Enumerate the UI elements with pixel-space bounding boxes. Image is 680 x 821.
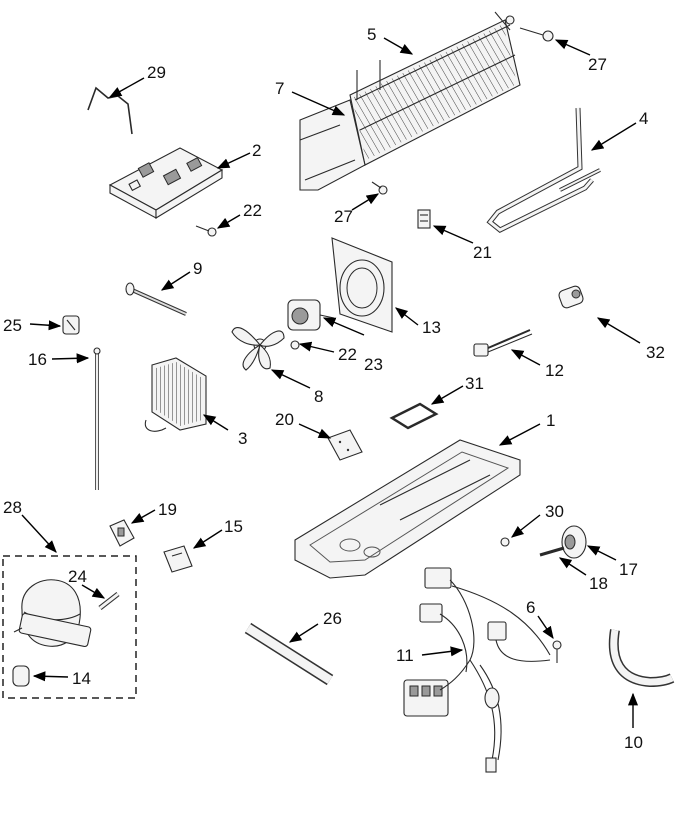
callout-18: 18 [589,574,608,593]
defrost-heater-part-4[interactable] [486,107,601,233]
callout-22: 22 [338,345,357,364]
axle-part-18[interactable] [539,546,565,557]
callout-17: 17 [619,560,638,579]
callout-23: 23 [364,355,383,374]
leader-lines [21,37,641,728]
cylinder-part-24[interactable] [98,592,120,610]
drain-hose-part-10[interactable] [608,629,675,688]
shaft-part-9[interactable] [125,282,187,316]
callout-12: 12 [545,361,564,380]
callout-13: 13 [422,318,441,337]
callout-1: 1 [546,411,555,430]
callout-22: 22 [243,201,262,220]
callout-7: 7 [275,79,284,98]
callout-11: 11 [396,646,414,665]
clip-part-25[interactable] [62,315,80,335]
fan-shroud-part-13[interactable] [331,237,393,333]
callout-4: 4 [639,109,648,128]
compressor-group-box [2,555,137,699]
wheel-part-17[interactable] [561,525,587,559]
callout-27: 27 [334,207,353,226]
screw-part-6[interactable] [552,640,562,663]
relay-part-15[interactable] [163,545,193,573]
fan-blade-part-8[interactable] [231,327,285,371]
callout-21: 21 [473,243,492,262]
control-board-part-2[interactable] [108,147,224,219]
wiring-harness-part-11[interactable] [403,567,551,773]
screw-part-22-top[interactable] [195,225,217,237]
callout-15: 15 [224,517,243,536]
plate-part-20[interactable] [327,429,363,461]
fan-motor-part-23[interactable] [287,299,335,331]
tube-part-26[interactable] [244,622,334,686]
callout-16: 16 [28,350,47,369]
thermistor-part-12[interactable] [473,329,533,357]
callout-14: 14 [72,669,91,688]
screw-part-22-mid[interactable] [290,340,300,350]
callout-5: 5 [367,25,376,44]
callout-24: 24 [68,567,87,586]
screw-part-30[interactable] [500,537,510,547]
evaporator-cover-part-7[interactable] [299,99,366,191]
clip-part-19[interactable] [109,519,135,547]
callout-9: 9 [193,259,202,278]
callout-3: 3 [238,429,247,448]
callout-10: 10 [624,733,643,752]
callout-26: 26 [323,609,342,628]
callout-29: 29 [147,63,166,82]
grommet-part-14[interactable] [12,665,30,687]
screw-part-27-top[interactable] [519,27,554,42]
bracket-part-21[interactable] [417,209,431,229]
callout-30: 30 [545,502,564,521]
callout-32: 32 [646,343,665,362]
callout-8: 8 [314,387,323,406]
callout-31: 31 [465,374,484,393]
compressor[interactable] [13,579,92,648]
callout-2: 2 [252,141,261,160]
sensor-part-32[interactable] [558,285,585,309]
evaporator-part-5[interactable] [349,11,521,166]
callout-27: 27 [588,55,607,74]
callout-labels: 5 27 29 7 4 2 22 27 21 9 25 13 32 23 22 … [3,25,665,752]
callout-19: 19 [158,500,177,519]
callout-28: 28 [3,498,22,517]
base-pan-part-1[interactable] [294,439,521,579]
callout-6: 6 [526,598,535,617]
callout-25: 25 [3,316,22,335]
screw-part-27-mid[interactable] [371,181,388,195]
callout-20: 20 [275,410,294,429]
heater-rod-part-16[interactable] [93,347,101,490]
gasket-part-31[interactable] [389,402,439,430]
wire-clip-part-29[interactable] [87,86,133,135]
condenser-part-3[interactable] [144,357,207,432]
